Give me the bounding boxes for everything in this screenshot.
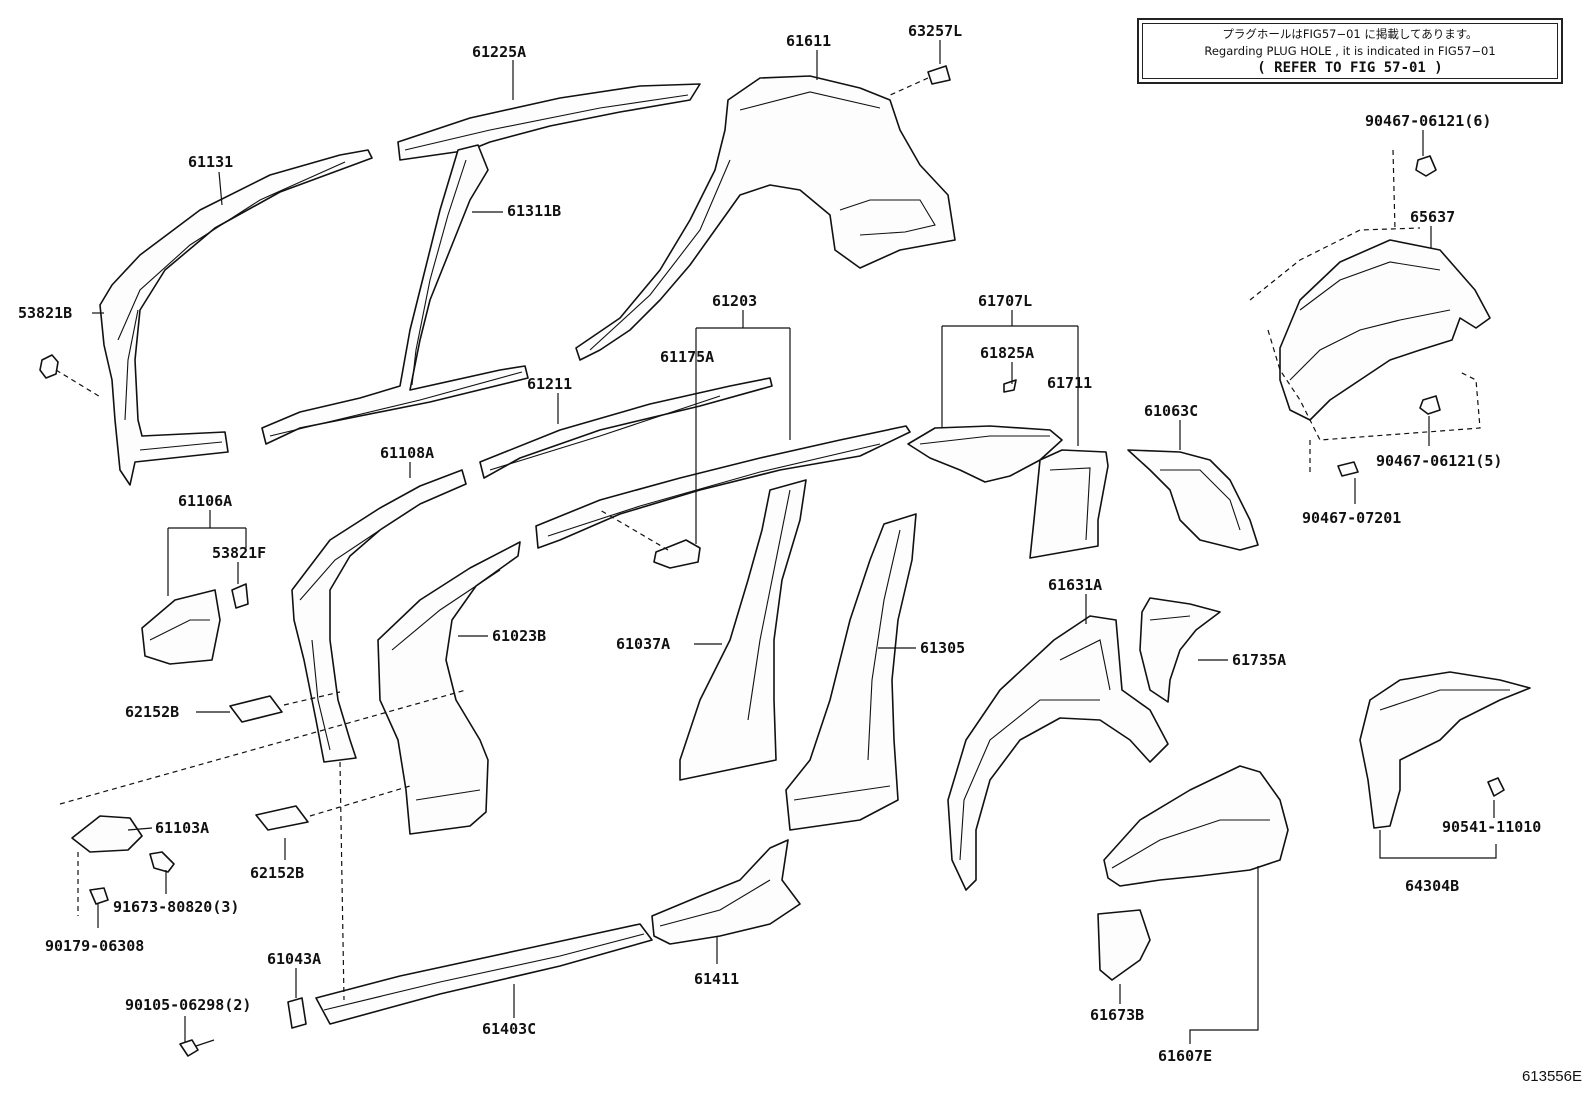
part-61305-drawing <box>785 513 917 831</box>
label-61108A: 61108A <box>380 444 434 462</box>
part-61063C-drawing <box>1127 449 1259 551</box>
part-61225A-drawing <box>397 83 701 161</box>
label-63257L: 63257L <box>908 22 962 40</box>
label-61711: 61711 <box>1047 374 1092 392</box>
part-61023B-drawing <box>377 541 521 835</box>
part-61108A-drawing <box>291 469 467 763</box>
label-61103A: 61103A <box>155 819 209 837</box>
label-90467-06121-6: 90467-06121(6) <box>1365 112 1491 130</box>
label-90541-11010: 90541-11010 <box>1442 818 1541 836</box>
part-63257L-drawing <box>887 65 951 97</box>
reference-note-box: プラグホールはFIG57−01 に掲載してあります。 Regarding PLU… <box>1137 18 1563 84</box>
label-61175A: 61175A <box>660 348 714 366</box>
part-61043A-drawing <box>287 997 307 1029</box>
label-61305: 61305 <box>920 639 965 657</box>
label-61106A: 61106A <box>178 492 232 510</box>
label-61611: 61611 <box>786 32 831 50</box>
label-61311B: 61311B <box>507 202 561 220</box>
part-61037A-drawing <box>679 479 807 781</box>
label-62152B-upper: 62152B <box>125 703 179 721</box>
label-62152B-lower: 62152B <box>250 864 304 882</box>
label-90467-06121-5: 90467-06121(5) <box>1376 452 1502 470</box>
label-61037A: 61037A <box>616 635 670 653</box>
part-61131-drawing <box>99 149 373 486</box>
label-65637: 65637 <box>1410 208 1455 226</box>
label-91673-80820: 91673-80820(3) <box>113 898 239 916</box>
part-65637-drawing <box>1249 149 1491 477</box>
label-53821B: 53821B <box>18 304 72 322</box>
label-61735A: 61735A <box>1232 651 1286 669</box>
label-61825A: 61825A <box>980 344 1034 362</box>
part-53821B-drawing <box>39 354 103 399</box>
part-61203-drawing <box>535 425 911 549</box>
part-61103A-drawing <box>59 689 467 916</box>
label-53821F: 53821F <box>212 544 266 562</box>
part-61106A-drawing <box>141 583 249 665</box>
figure-id: 613556E <box>1521 1068 1582 1085</box>
part-61607E-drawing <box>1097 765 1289 981</box>
label-90179-06308: 90179-06308 <box>45 937 144 955</box>
label-61225A: 61225A <box>472 43 526 61</box>
note-refer-text: ( REFER TO FIG 57-01 ) <box>1257 60 1443 76</box>
label-61411: 61411 <box>694 970 739 988</box>
part-64304B-drawing <box>1359 671 1531 829</box>
part-62152B-drawing-upper <box>229 691 341 723</box>
part-61403C-drawing <box>315 761 653 1025</box>
part-62152B-drawing-lower <box>255 785 411 831</box>
part-90105-06298-drawing <box>179 1039 215 1057</box>
label-61673B: 61673B <box>1090 1006 1144 1024</box>
part-61175A-drawing <box>599 509 701 569</box>
part-61735A-drawing <box>1139 597 1221 703</box>
label-61023B: 61023B <box>492 627 546 645</box>
part-61631A-drawing <box>947 615 1169 891</box>
part-61211-drawing <box>479 377 773 479</box>
note-japanese-text: プラグホールはFIG57−01 に掲載してあります。 <box>1222 27 1478 41</box>
part-61311B-drawing <box>261 144 529 445</box>
label-64304B: 64304B <box>1405 877 1459 895</box>
label-61063C: 61063C <box>1144 402 1198 420</box>
label-90105-06298: 90105-06298(2) <box>125 996 251 1014</box>
label-61203: 61203 <box>712 292 757 310</box>
label-61211: 61211 <box>527 375 572 393</box>
label-61403C: 61403C <box>482 1020 536 1038</box>
label-61607E: 61607E <box>1158 1047 1212 1065</box>
leader-lines <box>92 40 1497 1044</box>
label-61131: 61131 <box>188 153 233 171</box>
part-61411-drawing <box>651 839 801 945</box>
reference-note-inner-frame <box>1142 23 1558 79</box>
label-61631A: 61631A <box>1048 576 1102 594</box>
part-labels: 61131 61225A 61611 63257L 61311B 53821B … <box>18 22 1541 1065</box>
part-61611-drawing <box>575 75 956 361</box>
label-90467-07201: 90467-07201 <box>1302 509 1401 527</box>
note-english-text: Regarding PLUG HOLE , it is indicated in… <box>1204 44 1496 58</box>
label-61707L: 61707L <box>978 292 1032 310</box>
label-61043A: 61043A <box>267 950 321 968</box>
